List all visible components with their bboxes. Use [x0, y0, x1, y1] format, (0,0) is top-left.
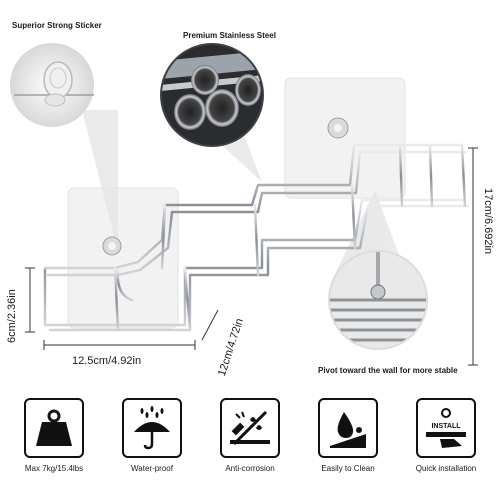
width-dimension-label: 12.5cm/4.92in — [72, 355, 142, 367]
total-width-dimension-label: 17cm/6.692in — [482, 188, 494, 255]
feature-install: INSTALL Quick installation — [414, 398, 478, 498]
left-height-dimension-label: 6cm/2.36in — [6, 289, 18, 343]
feature-label: Quick installation — [415, 464, 477, 473]
dimension-lines — [25, 147, 478, 366]
pivot-callout-label: Pivot toward the wall for more stable — [318, 366, 458, 375]
feature-icons-row: Max 7kg/15.4lbs Water-proof — [22, 398, 478, 498]
weight-icon — [24, 398, 84, 458]
pivot-zoom-circle — [328, 250, 428, 350]
product-illustration — [10, 43, 478, 366]
steel-callout-label: Premium Stainless Steel — [183, 31, 276, 40]
feature-easy-clean: Easily to Clean — [316, 398, 380, 498]
adhesive-pads — [67, 77, 406, 329]
umbrella-rain-icon — [122, 398, 182, 458]
feature-label: Water-proof — [131, 464, 173, 473]
feature-weight: Max 7kg/15.4lbs — [22, 398, 86, 498]
sticker-zoom-circle — [10, 43, 94, 127]
feature-label: Anti-corrosion — [225, 464, 275, 473]
cleaning-icon — [318, 398, 378, 458]
steel-zoom-circle — [160, 43, 264, 147]
feature-label: Easily to Clean — [321, 464, 375, 473]
mount-knobs — [102, 117, 349, 256]
install-word: INSTALL — [431, 423, 461, 430]
install-hand-icon: INSTALL — [416, 398, 476, 458]
anti-corrosion-icon — [220, 398, 280, 458]
sticker-callout-label: Superior Strong Sticker — [12, 21, 102, 30]
feature-anticorrosion: Anti-corrosion — [218, 398, 282, 498]
shower-caddy-rack — [43, 143, 470, 332]
feature-label: Max 7kg/15.4lbs — [24, 464, 84, 473]
feature-waterproof: Water-proof — [120, 398, 184, 498]
